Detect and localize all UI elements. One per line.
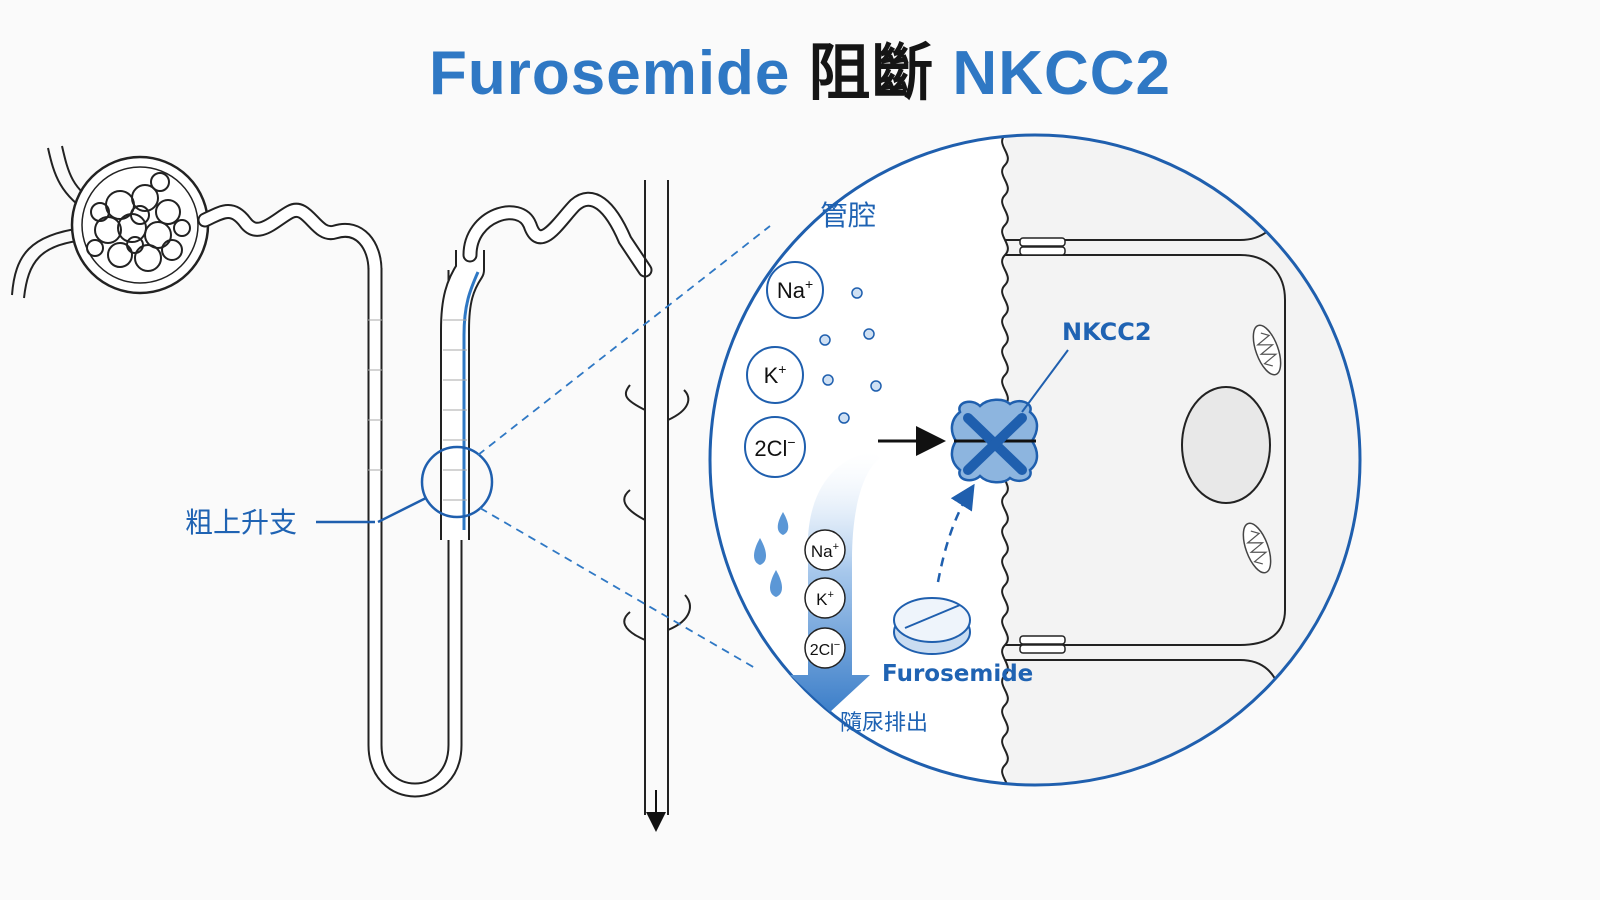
zoom-line-bottom [479, 507, 756, 669]
ion-na: Na+ [766, 261, 824, 319]
tight-junction-top [1019, 237, 1066, 256]
ion-k: K+ [746, 346, 804, 404]
lumen-label: 管腔 [820, 199, 876, 232]
mitochondrion-upper [1252, 324, 1282, 376]
mitochondrion-lower [1242, 522, 1272, 574]
excretion-label: 隨尿排出 [840, 711, 928, 736]
tight-junction-bottom [1019, 635, 1066, 654]
zoom-source-circle [420, 445, 494, 519]
furosemide-label: Furosemide [882, 661, 1033, 687]
zoom-circle-border [708, 133, 1362, 787]
svg-text:K+: K+ [816, 589, 834, 609]
zoom-line-top [477, 225, 771, 456]
svg-text:Na+: Na+ [811, 541, 839, 561]
nkcc2-label: NKCC2 [1062, 318, 1152, 346]
water-drop-icons [754, 512, 789, 597]
proximal-tubule [197, 202, 383, 278]
furosemide-tablet-icon [893, 597, 971, 655]
nucleus [1181, 386, 1271, 504]
svg-text:Na+: Na+ [777, 276, 813, 303]
nkcc2-leader [1021, 349, 1069, 413]
excreted-ion-na: Na+ [804, 529, 846, 571]
excreted-ion-k: K+ [804, 577, 846, 619]
title-action: 阻斷 [808, 36, 935, 109]
svg-text:2Cl−: 2Cl− [810, 639, 840, 659]
glomerulus [86, 172, 191, 272]
excreted-ion-cl: 2Cl− [804, 627, 846, 669]
ion-dots [819, 287, 882, 424]
ascending-limb-label: 粗上升支 [185, 506, 297, 539]
svg-text:2Cl−: 2Cl− [754, 434, 795, 461]
drug-action-arrow [936, 483, 975, 583]
title-drug: Furosemide [428, 39, 791, 108]
block-x-icon [963, 413, 1027, 475]
ion-cl: 2Cl− [744, 416, 806, 478]
svg-text:K+: K+ [764, 361, 787, 388]
collecting-duct [623, 180, 691, 815]
title-target: NKCC2 [952, 39, 1172, 108]
ascending-limb-epithelium [462, 271, 480, 530]
